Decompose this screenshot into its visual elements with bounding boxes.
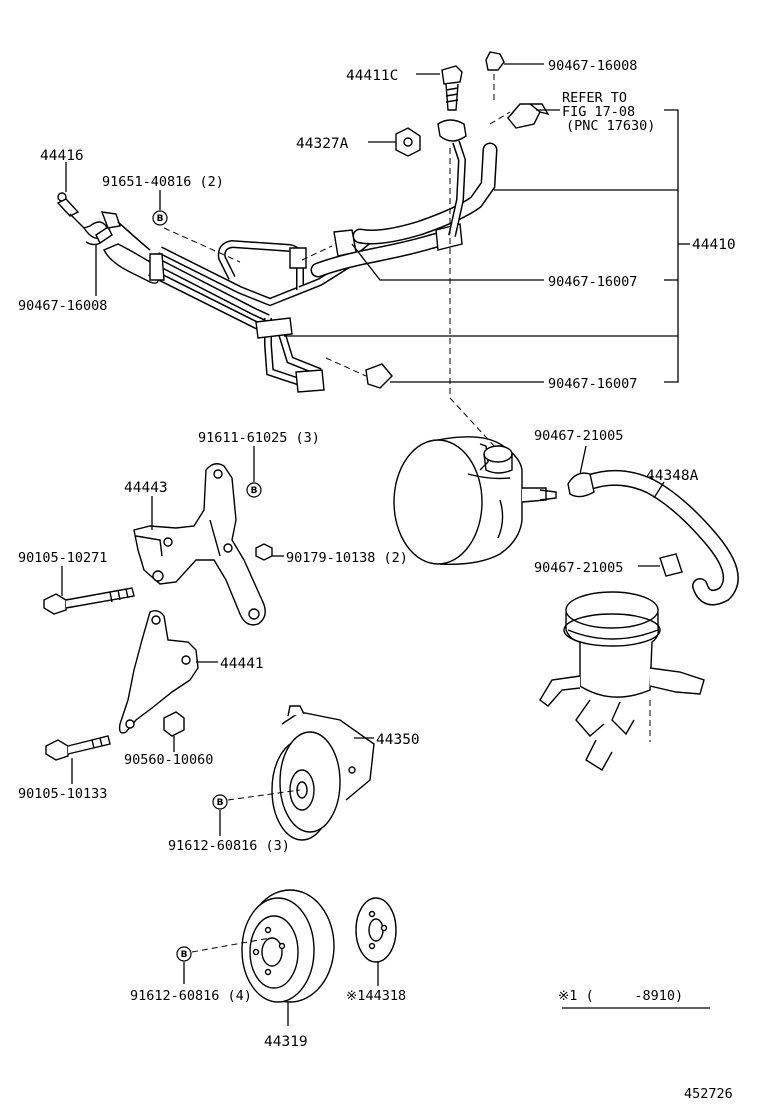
label-90179-10138: 90179-10138 (2) xyxy=(286,550,408,566)
spacer-144318-drawing xyxy=(355,897,397,963)
label-refer-line3: (PNC 17630) xyxy=(566,118,655,134)
svg-text:B: B xyxy=(217,798,224,808)
label-44350: 44350 xyxy=(376,732,420,748)
svg-text:B: B xyxy=(157,214,164,224)
label-refer-line2: FIG 17-08 xyxy=(562,104,635,120)
vane-pump-drawing xyxy=(393,436,557,565)
label-91612-60816-b: 91612-60816 (4) xyxy=(130,988,252,1004)
svg-text:B: B xyxy=(251,486,258,496)
label-44348a: 44348A xyxy=(646,468,699,484)
dashed-leaders xyxy=(163,74,511,449)
label-90467-16007-b: 90467-16007 xyxy=(548,376,637,392)
label-90105-10133: 90105-10133 xyxy=(18,786,107,802)
label-44319: 44319 xyxy=(264,1034,308,1050)
label-44327a: 44327A xyxy=(296,136,349,152)
bolt-marker-91612-a: B xyxy=(212,794,228,810)
leader-lines xyxy=(61,63,710,1026)
label-44441: 44441 xyxy=(220,656,264,672)
bolt-90105-10271-drawing xyxy=(43,587,135,615)
part-labels: 44416 91651-40816 (2) 90467-16008 44411C… xyxy=(18,58,736,1102)
pressure-tube-assembly xyxy=(56,51,550,393)
label-90467-16008-top: 90467-16008 xyxy=(548,58,637,74)
bolt-marker-91612-b: B xyxy=(176,946,192,962)
label-44443: 44443 xyxy=(124,480,168,496)
union-bolt-44416-drawing xyxy=(56,192,85,229)
bolt-marker-91611: B xyxy=(246,482,262,498)
label-90467-16007-a: 90467-16007 xyxy=(548,274,637,290)
label-44411c: 44411C xyxy=(346,68,398,84)
union-bolt-44411c-drawing xyxy=(441,65,463,111)
label-44410: 44410 xyxy=(692,237,736,253)
label-90467-21005-b: 90467-21005 xyxy=(534,560,623,576)
bolt-marker-91651: B xyxy=(152,210,168,226)
reservoir-drawing xyxy=(539,469,739,771)
crank-pulley-drawing xyxy=(241,889,335,1003)
bracket-44441-drawing xyxy=(118,609,199,734)
label-90467-21005-a: 90467-21005 xyxy=(534,428,623,444)
label-91651-40816: 91651-40816 (2) xyxy=(102,174,224,190)
label-90560-10060: 90560-10060 xyxy=(124,752,213,768)
label-90467-16008-left: 90467-16008 xyxy=(18,298,107,314)
bolt-90105-10133-drawing xyxy=(45,735,111,761)
idler-pulley-drawing xyxy=(271,705,375,841)
label-90105-10271: 90105-10271 xyxy=(18,550,107,566)
svg-text:B: B xyxy=(181,950,188,960)
label-91611-61025: 91611-61025 (3) xyxy=(198,430,320,446)
label-figure-number: 452726 xyxy=(684,1086,733,1102)
bracket-44443-drawing xyxy=(133,463,266,626)
label-note: ※1 ( -8910) xyxy=(558,988,683,1004)
label-144318: ※144318 xyxy=(346,988,406,1004)
label-refer-line1: REFER TO xyxy=(562,90,627,106)
label-44416: 44416 xyxy=(40,148,84,164)
label-91612-60816-a: 91612-60816 (3) xyxy=(168,838,290,854)
